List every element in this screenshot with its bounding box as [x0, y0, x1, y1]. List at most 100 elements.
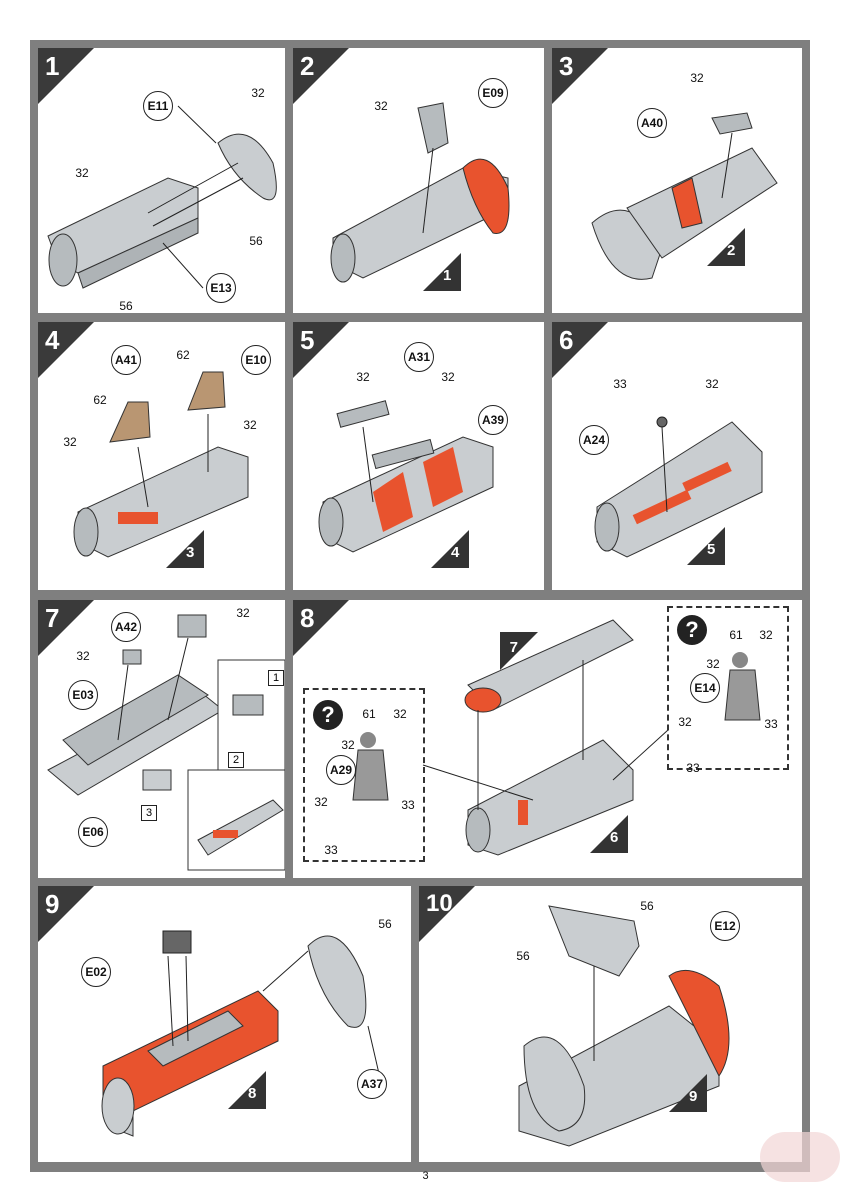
step-number: 7: [45, 603, 60, 633]
reference-step: 6: [590, 815, 628, 853]
step-7-panel: 7 A42 E03 E06 32 32 1 2 3: [38, 600, 285, 878]
color-code: 32: [243, 418, 257, 432]
color-code: 33: [613, 377, 627, 391]
page-number: 3: [422, 1170, 429, 1182]
step-number: 3: [559, 51, 574, 81]
part-callout: E09: [478, 78, 508, 108]
sub-step-box: 1: [268, 670, 284, 686]
color-code: 32: [76, 649, 90, 663]
step-9-panel: 9 E02 A37 56 8: [38, 886, 411, 1162]
sub-step-box: 3: [141, 805, 157, 821]
step-number: 1: [45, 51, 60, 81]
step-number: 8: [300, 603, 315, 633]
color-code: 62: [176, 348, 190, 362]
color-code: 32: [63, 435, 77, 449]
part-callout: A29: [326, 755, 356, 785]
part-callout: E06: [78, 817, 108, 847]
color-code: 56: [516, 949, 530, 963]
color-code: 32: [441, 370, 455, 384]
part-callout: A40: [637, 108, 667, 138]
color-code: 32: [374, 99, 388, 113]
step-number: 4: [45, 325, 60, 355]
part-callout: A41: [111, 345, 141, 375]
color-code: 61: [362, 707, 376, 721]
step-corner: [552, 322, 608, 378]
step-corner: [293, 600, 349, 656]
step-3-drawing: [591, 112, 778, 280]
color-code: 62: [93, 393, 107, 407]
optional-pilot-b-box: [667, 606, 789, 770]
step-number: 6: [559, 325, 574, 355]
reference-step: 2: [707, 228, 745, 266]
step-2-drawing: [330, 102, 510, 283]
step-3-panel: 3 A40 32 2: [552, 48, 802, 313]
step-corner: [38, 322, 94, 378]
step-1-drawing: [47, 105, 277, 289]
optional-pilot-a-box: [303, 688, 425, 862]
color-code: 33: [764, 717, 778, 731]
step-5-drawing: [318, 400, 494, 553]
color-code: 32: [706, 657, 720, 671]
step-number: 10: [426, 890, 453, 917]
color-code: 32: [678, 715, 692, 729]
reference-step: 1: [423, 253, 461, 291]
step-6-panel: 6 A24 33 32 5: [552, 322, 802, 590]
color-code: 56: [640, 899, 654, 913]
part-callout: A42: [111, 612, 141, 642]
step-corner: [38, 48, 94, 104]
color-code: 56: [249, 234, 263, 248]
question-icon: ?: [677, 615, 707, 645]
part-callout: A24: [579, 425, 609, 455]
step-corner: [552, 48, 608, 104]
color-code: 56: [119, 299, 133, 313]
step-4-drawing: [73, 371, 249, 558]
question-icon: ?: [313, 700, 343, 730]
step-corner: [38, 886, 94, 942]
step-8-panel: 8 7 6 ? A29 61 32 32 32 33 33 ? E14 61 3…: [293, 600, 802, 878]
sub-step-box: 2: [228, 752, 244, 768]
step-corner: [38, 600, 94, 656]
step-9-drawing: [101, 930, 384, 1137]
part-callout: E02: [81, 957, 111, 987]
color-code: 56: [378, 917, 392, 931]
step-6-drawing: [594, 416, 763, 558]
color-code: 33: [686, 761, 700, 775]
reference-step: 4: [431, 530, 469, 568]
part-callout: E12: [710, 911, 740, 941]
color-code: 32: [75, 166, 89, 180]
color-code: 32: [705, 377, 719, 391]
color-code: 32: [690, 71, 704, 85]
step-5-panel: 5 A31 A39 32 32 4: [293, 322, 544, 590]
step-10-panel: 10 E12 56 56 9: [419, 886, 802, 1162]
part-callout: A39: [478, 405, 508, 435]
color-code: 32: [314, 795, 328, 809]
reference-step: 3: [166, 530, 204, 568]
part-callout: E10: [241, 345, 271, 375]
reference-step: 8: [228, 1071, 266, 1109]
step-corner: [419, 886, 475, 942]
step-2-panel: 2 E09 32 1: [293, 48, 544, 313]
color-code: 33: [401, 798, 415, 812]
watermark-logo: [760, 1132, 840, 1182]
part-callout: E11: [143, 91, 173, 121]
color-code: 32: [251, 86, 265, 100]
part-callout: E03: [68, 680, 98, 710]
part-callout: E13: [206, 273, 236, 303]
instruction-sheet: 1 E11 E13 32 32 56 56 2 E09 32 1 3: [30, 40, 810, 1172]
part-callout: A37: [357, 1069, 387, 1099]
step-8-drawing: [352, 619, 761, 856]
reference-step: 7: [500, 632, 538, 670]
part-callout: E14: [690, 673, 720, 703]
color-code: 32: [356, 370, 370, 384]
step-number: 2: [300, 51, 315, 81]
reference-step: 5: [687, 527, 725, 565]
color-code: 32: [236, 606, 250, 620]
color-code: 32: [341, 738, 355, 752]
color-code: 61: [729, 628, 743, 642]
reference-step: 9: [669, 1074, 707, 1112]
color-code: 32: [759, 628, 773, 642]
part-callout: A31: [404, 342, 434, 372]
step-number: 5: [300, 325, 315, 355]
step-4-panel: 4 A41 E10 62 62 32 32 3: [38, 322, 285, 590]
color-code: 32: [393, 707, 407, 721]
